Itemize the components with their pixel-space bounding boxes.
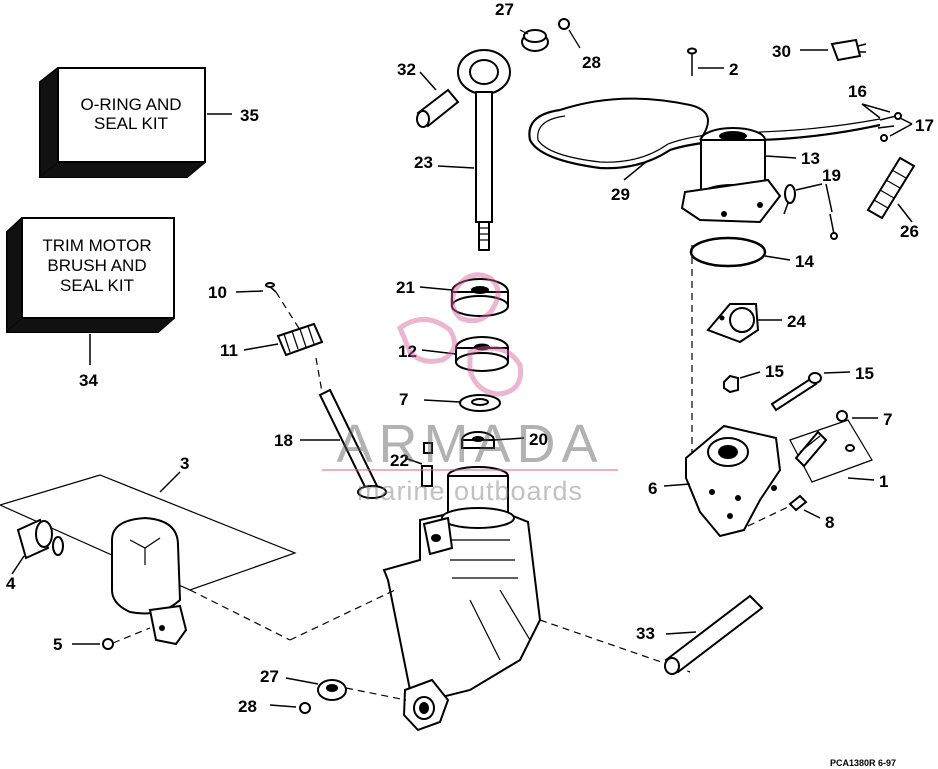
pin-32 — [416, 88, 460, 128]
clip-19 — [783, 184, 838, 240]
trim-kit-line3: SEAL KIT — [60, 276, 134, 295]
callout-34: 34 — [79, 371, 98, 390]
filter-11 — [276, 322, 324, 357]
callout-16: 16 — [848, 82, 867, 101]
trim-kit-line2: BRUSH AND — [47, 256, 146, 275]
oring-kit-line2: SEAL KIT — [94, 114, 168, 133]
connector-30 — [830, 38, 867, 62]
ring-20 — [836, 410, 848, 422]
callout-28-top: 28 — [582, 53, 601, 72]
watermark-brand: ARMADA — [336, 414, 603, 474]
callout-14: 14 — [795, 252, 814, 271]
callout-21: 21 — [396, 278, 415, 297]
piston-rod-23 — [457, 49, 511, 251]
trim-motor-kit-box: TRIM MOTOR BRUSH AND SEAL KIT — [6, 216, 175, 334]
cap-4 — [16, 518, 64, 560]
trim-motor-13 — [680, 127, 782, 224]
sleeve-26 — [866, 156, 916, 220]
pump-1 — [789, 419, 873, 483]
callout-17: 17 — [915, 116, 934, 135]
callout-12: 24 — [787, 312, 806, 331]
callout-15: 15 — [765, 362, 784, 381]
callout-11: 11 — [220, 341, 238, 360]
terminals-16-17 — [877, 112, 902, 142]
callout-13: 13 — [801, 149, 820, 168]
screw-2 — [687, 47, 697, 76]
oring-seal-kit-box: O-RING AND SEAL KIT — [39, 66, 206, 179]
callout-27-lower: 27 — [260, 667, 279, 686]
callout-33: 33 — [636, 624, 655, 643]
callout-32: 32 — [397, 60, 416, 79]
callout-19: 19 — [822, 166, 841, 185]
cover-12 — [706, 303, 760, 344]
harness-29 — [528, 108, 881, 170]
callout-25: 20 — [529, 430, 548, 449]
callout-2: 2 — [729, 60, 738, 79]
washer-18 — [459, 394, 501, 412]
valve-9 — [421, 442, 433, 487]
fitting-15 — [723, 374, 739, 394]
pin-33 — [664, 594, 764, 675]
nut-25 — [461, 431, 495, 449]
screw-5 — [102, 627, 151, 650]
callout-28-lower: 28 — [238, 697, 257, 716]
callout-10: 10 — [208, 283, 227, 302]
piston-24 — [455, 336, 509, 372]
callout-27-top: 27 — [495, 0, 514, 19]
armada-watermark: ARMADA marine outboards — [322, 272, 618, 506]
figure-code: PCA1380R 6-97 — [830, 758, 896, 768]
cylinder-head-21 — [451, 278, 509, 317]
bolt-7 — [770, 372, 822, 412]
callout-9: 22 — [390, 451, 409, 470]
reservoir-3 — [0, 474, 297, 646]
cap-27-top — [521, 29, 549, 52]
callout-3: 3 — [180, 454, 189, 473]
callout-29: 29 — [611, 185, 630, 204]
callout-35: 35 — [240, 106, 259, 125]
cap-27-lower — [317, 679, 347, 701]
callout-30: 30 — [772, 42, 791, 61]
trim-cylinder-body — [382, 466, 542, 732]
callout-18: 7 — [399, 390, 408, 409]
callout-5: 5 — [53, 635, 62, 654]
callout-7: 15 — [855, 364, 874, 383]
manifold-6 — [685, 424, 782, 538]
callout-23: 23 — [414, 153, 433, 172]
screw-10 — [265, 282, 277, 293]
callout-20: 7 — [883, 410, 892, 429]
callout-24: 12 — [398, 342, 417, 361]
callout-1: 1 — [879, 472, 888, 491]
screw-8 — [788, 494, 808, 512]
callout-6: 6 — [648, 479, 657, 498]
watermark-tagline: marine outboards — [357, 476, 583, 506]
callout-26: 26 — [900, 222, 919, 241]
trim-kit-line1: TRIM MOTOR — [42, 236, 151, 255]
tube-22 — [318, 388, 387, 499]
oring-14 — [689, 236, 767, 268]
callout-22: 18 — [274, 431, 293, 450]
oring-kit-line1: O-RING AND — [80, 95, 181, 114]
callout-4: 4 — [6, 574, 16, 593]
callout-8: 8 — [825, 513, 834, 532]
